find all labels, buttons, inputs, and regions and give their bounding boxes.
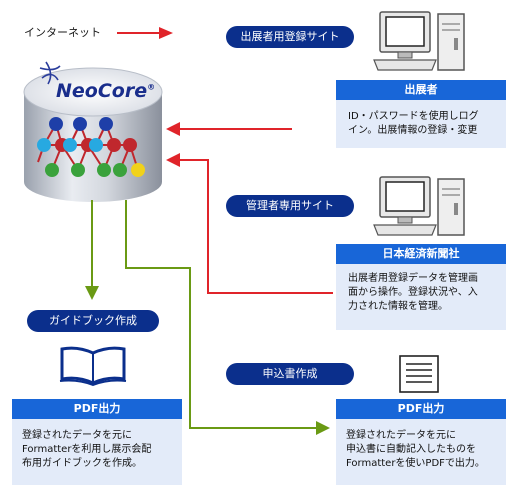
pdf-application-box-title: PDF出力 <box>336 399 506 419</box>
pdf-guide-desc-line2: Formatterを利用し展示会配 <box>22 444 152 455</box>
exhibitor-site-pill: 出展者用登録サイト <box>226 26 354 48</box>
nikkei-desc-line2: 面から操作。登録状況や、入 <box>348 287 478 298</box>
neocore-logo-text: NeoCore® <box>56 80 155 102</box>
nikkei-desc-line1: 出展者用登録データを管理画 <box>348 273 478 284</box>
logo-name: NeoCore <box>56 80 148 102</box>
admin-computer-icon <box>373 176 465 236</box>
nikkei-box-body: 出展者用登録データを管理画 面から操作。登録状況や、入 力された情報を管理。 <box>336 264 506 330</box>
exhibitor-box-title: 出展者 <box>336 80 506 100</box>
nikkei-arrowhead <box>166 153 180 167</box>
exhibitor-box-body: ID・パスワードを使用しログ イン。出展情報の登録・変更 <box>336 100 506 148</box>
db-to-application-arrow <box>125 200 318 429</box>
nikkei-to-db-arrow <box>178 159 333 294</box>
pdf-guide-box-title: PDF出力 <box>12 399 182 419</box>
neocore-database-icon <box>23 61 163 202</box>
exhibitor-desc-line1: ID・パスワードを使用しログ <box>348 111 479 122</box>
application-arrowhead <box>316 421 330 435</box>
application-pill: 申込書作成 <box>226 363 354 385</box>
admin-site-pill: 管理者専用サイト <box>226 195 354 217</box>
logo-reg-mark: ® <box>147 82 156 92</box>
guidebook-pill: ガイドブック作成 <box>27 310 159 332</box>
internet-legend-arrow <box>117 27 173 39</box>
pdf-guide-box-body: 登録されたデータを元に Formatterを利用し展示会配 布用ガイドブックを作… <box>12 419 182 485</box>
application-document-icon <box>399 355 439 393</box>
pdf-application-desc-line2: 申込書に自動記入したものを <box>346 444 476 455</box>
pdf-guide-desc-line1: 登録されたデータを元に <box>22 430 132 441</box>
pdf-application-box-body: 登録されたデータを元に 申込書に自動記入したものを Formatterを使いPD… <box>336 419 506 485</box>
exhibitor-computer-icon <box>373 11 465 71</box>
exhibitor-desc-line2: イン。出展情報の登録・変更 <box>348 125 478 136</box>
nikkei-desc-line3: 力された情報を管理。 <box>348 301 448 312</box>
guidebook-book-icon <box>59 346 127 387</box>
pdf-guide-desc-line3: 布用ガイドブックを作成。 <box>22 458 142 469</box>
pdf-application-desc-line1: 登録されたデータを元に <box>346 430 456 441</box>
pdf-application-desc-line3: Formatterを使いPDFで出力。 <box>346 458 485 469</box>
internet-legend-label: インターネット <box>24 26 101 39</box>
guidebook-arrowhead <box>85 286 99 300</box>
nikkei-box-title: 日本経済新聞社 <box>336 244 506 264</box>
exhibitor-arrowhead <box>166 122 180 136</box>
